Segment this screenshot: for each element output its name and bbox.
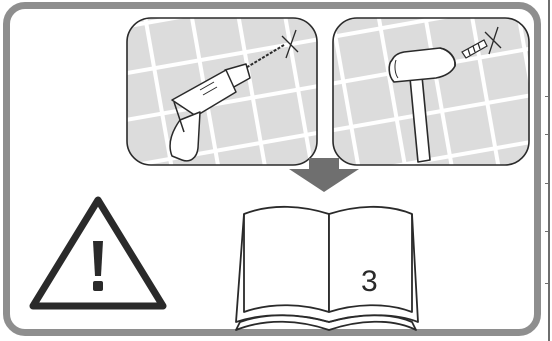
warning-icon	[33, 200, 163, 306]
drill-panel	[127, 18, 317, 165]
hammer-panel	[333, 18, 529, 165]
manual-page-number: 3	[361, 265, 378, 298]
open-book-icon	[236, 207, 418, 330]
